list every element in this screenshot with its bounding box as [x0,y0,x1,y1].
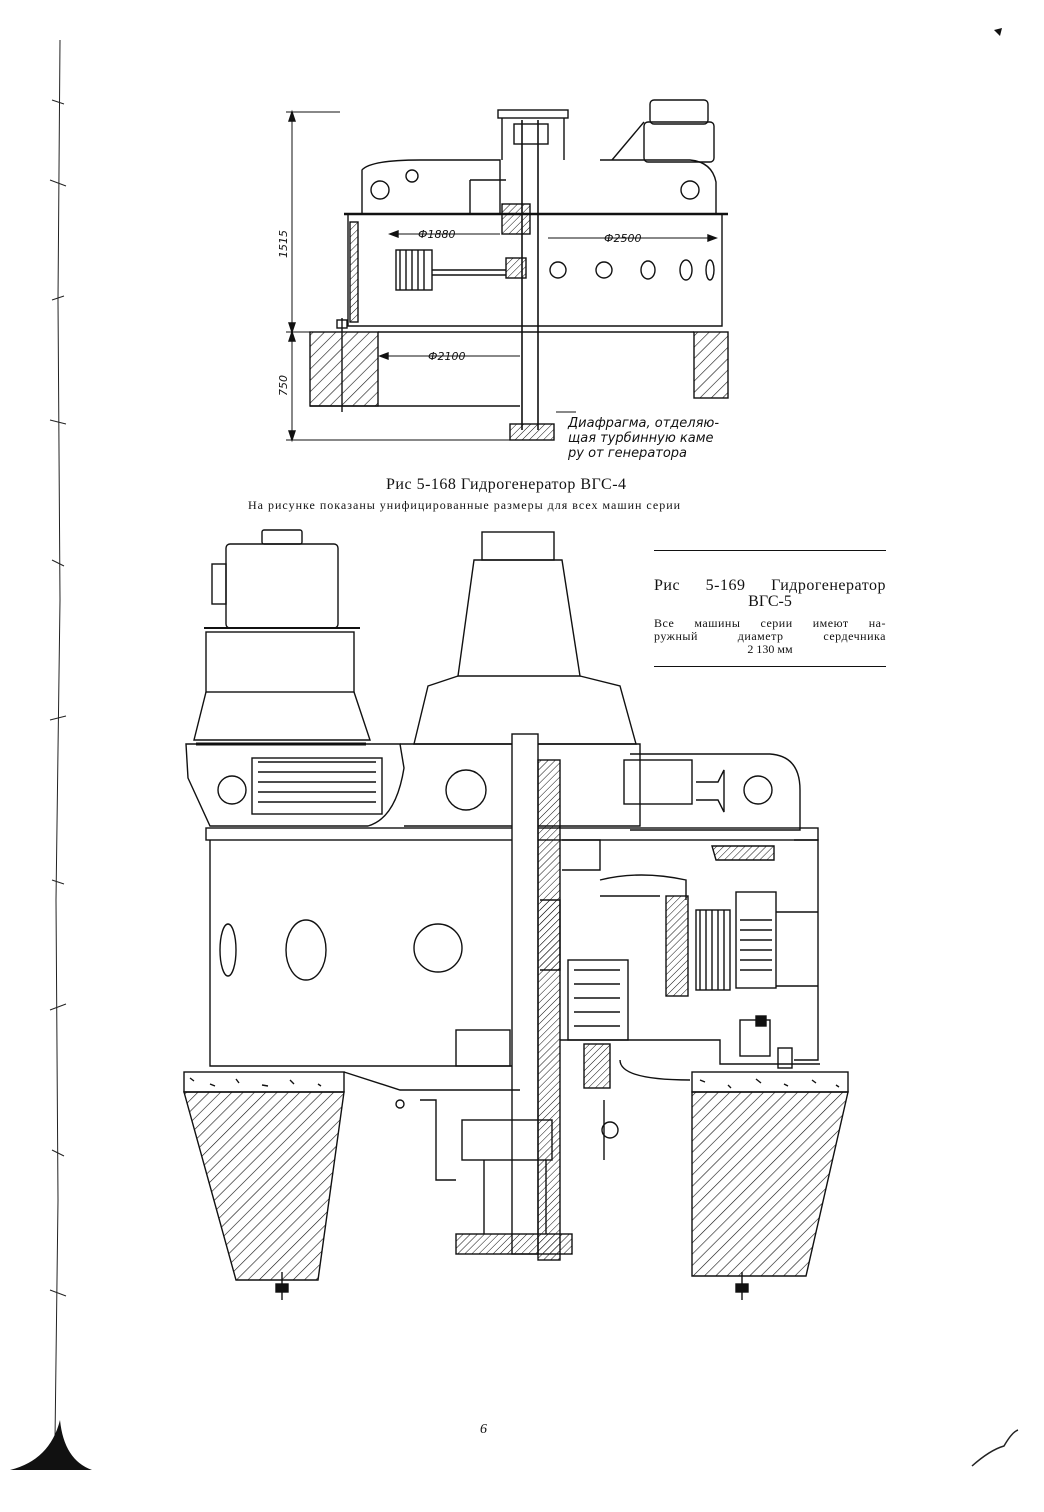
figure-168-subcaption: На рисунке показаны унифицированные разм… [248,498,681,513]
dim-height-lower: 750 [277,375,290,396]
corner-scribble-bottom-right [972,1430,1018,1466]
corner-mark-top-right [994,28,1002,36]
note-line-2: щая турбинную каме [568,431,714,446]
dim-diam-outer: Ф2500 [604,232,641,245]
figure-169-caption-box: Рис 5-169 Гидрогенератор ВГС-5 Все машин… [654,550,886,667]
note-line-3: ру от генератора [567,446,687,461]
figure-168-drawing [286,100,728,440]
dim-diam-inner: Ф1880 [418,228,455,241]
figure-169-desc-line3: 2 130 мм [654,643,886,656]
dim-diam-base: Ф2100 [428,350,465,363]
figure-169-caption-line2: ВГС-5 [654,593,886,611]
note-line-1: Диафрагма, отделяю- [567,416,719,431]
binding-edge-marks [10,40,92,1470]
figure-168-caption: Рис 5-168 Гидрогенератор ВГС-4 [386,476,627,494]
dim-height-total: 1515 [277,230,290,258]
page-number: 6 [480,1422,487,1438]
